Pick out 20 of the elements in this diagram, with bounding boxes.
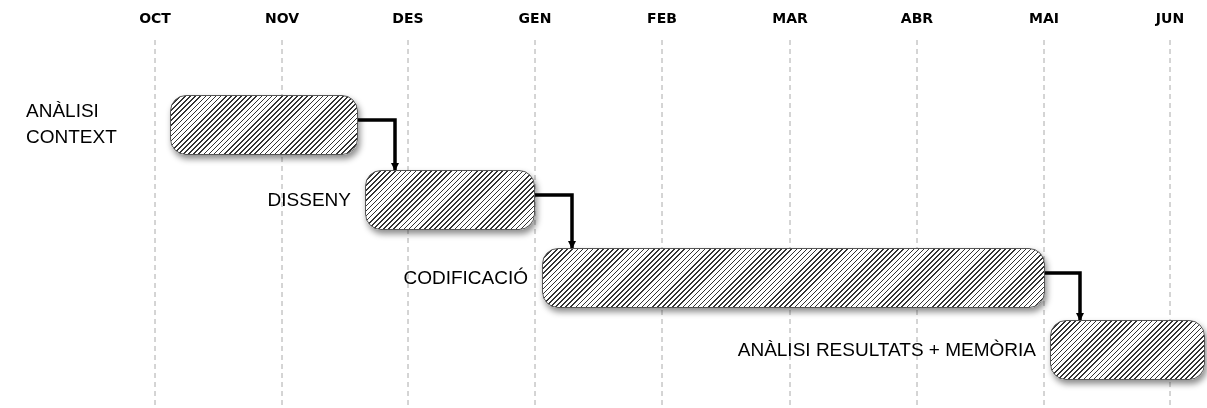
task-label: ANÀLISI CONTEXT bbox=[26, 99, 118, 149]
month-label: ABR bbox=[900, 10, 934, 26]
month-label: NOV bbox=[264, 10, 300, 26]
arrow bbox=[1045, 271, 1084, 321]
month-label: MAR bbox=[772, 10, 808, 26]
gantt-bar bbox=[365, 170, 535, 230]
month-label: FEB bbox=[647, 10, 677, 26]
arrow bbox=[535, 193, 576, 249]
gantt-bar bbox=[1050, 320, 1205, 380]
gantt-bar bbox=[542, 248, 1045, 308]
month-label: MAI bbox=[1029, 10, 1059, 26]
task-label: ANÀLISI RESULTATS + MEMÒRIA bbox=[737, 338, 1036, 362]
month-label: GEN bbox=[518, 10, 552, 26]
month-label: DES bbox=[392, 10, 424, 26]
task-label: CODIFICACIÓ bbox=[403, 266, 528, 290]
month-label: JUN bbox=[1155, 10, 1185, 26]
gantt-bar bbox=[170, 95, 358, 155]
month-label: OCT bbox=[139, 10, 171, 26]
arrow bbox=[358, 118, 399, 171]
task-label: DISSENY bbox=[267, 188, 351, 212]
